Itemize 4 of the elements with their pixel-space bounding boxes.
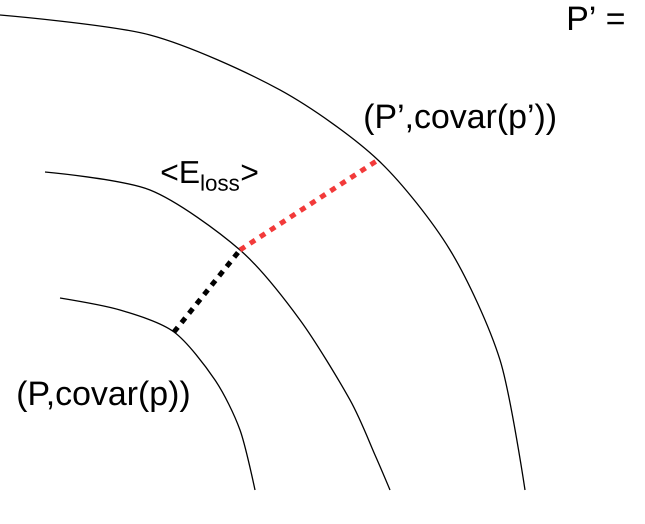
label: P’ = <box>568 6 624 30</box>
label: (P,covar(p)) <box>18 380 189 412</box>
label: (P’,covar(p’)) <box>365 103 555 136</box>
label: <E$_{loss}$> <box>162 161 258 191</box>
